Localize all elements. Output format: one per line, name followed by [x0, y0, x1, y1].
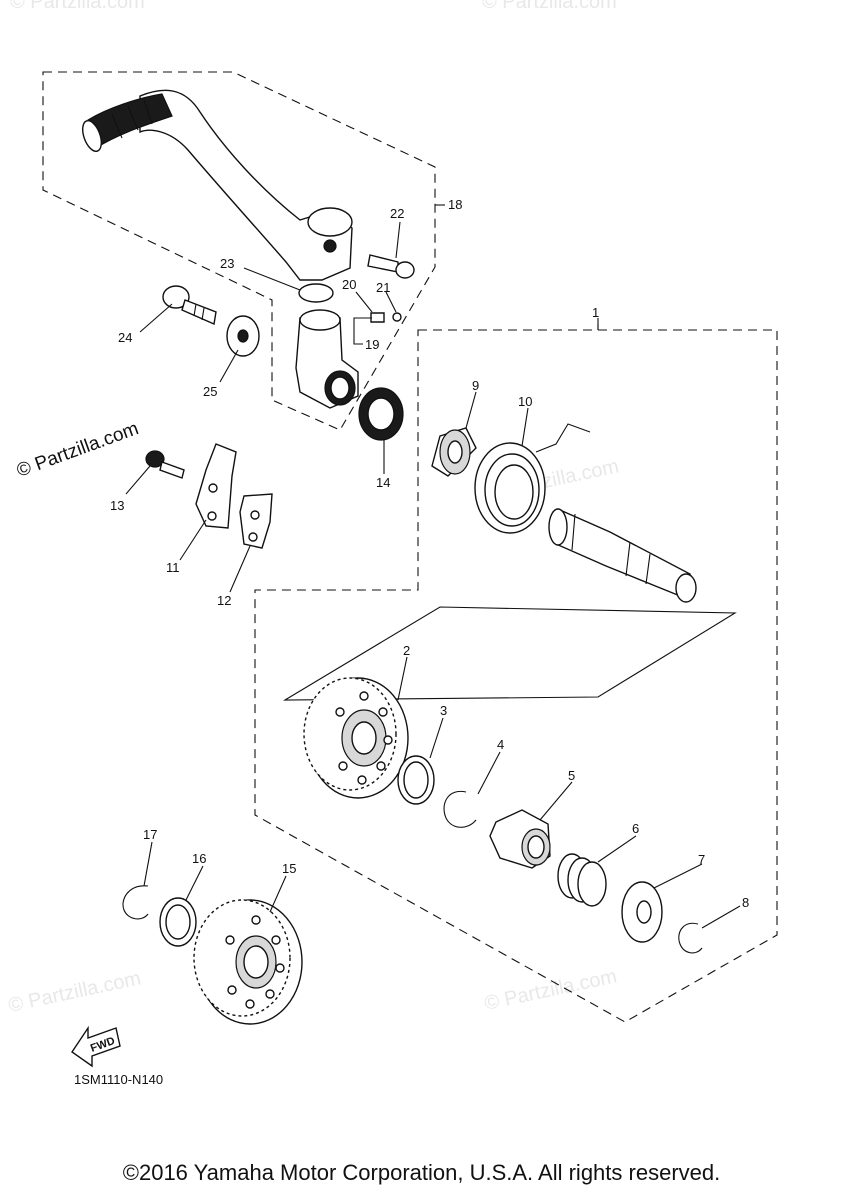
idle-gear-part-15: [193, 899, 303, 1025]
callout-9: 9: [472, 378, 479, 393]
callout-5: 5: [568, 768, 575, 783]
callout-12: 12: [217, 593, 231, 608]
leader-lines: [125, 221, 741, 929]
bolt-part-22: [367, 254, 415, 279]
copyright-notice: ©2016 Yamaha Motor Corporation, U.S.A. A…: [122, 1160, 721, 1185]
callout-8: 8: [742, 895, 749, 910]
compression-spring-part-6: [557, 853, 607, 907]
callout-24: 24: [118, 330, 132, 345]
torsion-spring-part-10: [474, 423, 591, 534]
watermark-bottom-left: © Partzilla.com: [6, 967, 142, 1017]
watermark-top-right: © Partzilla.com: [482, 0, 617, 13]
circlip-part-17: [122, 885, 149, 920]
callout-2: 2: [403, 643, 410, 658]
circlip-part-4: [443, 790, 477, 828]
callout-14: 14: [376, 475, 390, 490]
callout-4: 4: [497, 737, 504, 752]
callout-16: 16: [192, 851, 206, 866]
callout-1: 1: [592, 305, 599, 320]
kick-axle-assembly-boundary: [254, 329, 778, 1023]
callout-23: 23: [220, 256, 234, 271]
bolt-part-13: [145, 450, 185, 479]
bolt-part-24: [162, 285, 217, 326]
callout-22: 22: [390, 206, 404, 221]
o-ring-part-23: [298, 283, 334, 303]
kick-gear-part-2: [303, 677, 409, 799]
forward-direction-arrow: FWD: [71, 1025, 121, 1068]
callout-20: 20: [342, 277, 356, 292]
callout-10: 10: [518, 394, 532, 409]
ball-part-21: [392, 312, 402, 322]
callout-7: 7: [698, 852, 705, 867]
gear-sub-assembly-outline: [282, 606, 737, 701]
spring-guide-part-9: [431, 427, 477, 477]
washer-part-3: [397, 755, 435, 805]
callout-25: 25: [203, 384, 217, 399]
washer-part-16: [159, 897, 197, 947]
boss-part-19: [295, 309, 359, 409]
diagram-code-label: 1SM1110-N140: [74, 1072, 164, 1087]
oil-seal-part-14: [358, 387, 404, 441]
kick-crank-part-18: [82, 89, 353, 281]
callout-17: 17: [143, 827, 157, 842]
callout-21: 21: [376, 280, 390, 295]
part-callouts: 1 2 3 4 5 6 7 8 9 10 11 12 13 14 15 16 1…: [110, 197, 749, 910]
washer-part-25: [226, 315, 260, 357]
set-bolt-part-20: [370, 312, 385, 323]
stopper-plate-part-11: [195, 443, 237, 529]
kick-axle-shaft: [548, 508, 697, 603]
watermark-bottom-right: © Partzilla.com: [482, 965, 618, 1015]
washer-part-7: [621, 881, 663, 943]
callout-3: 3: [440, 703, 447, 718]
callout-13: 13: [110, 498, 124, 513]
ratchet-wheel-part-5: [489, 809, 551, 869]
circlip-part-8: [678, 922, 703, 954]
watermark-top-left: © Partzilla.com: [10, 0, 145, 13]
callout-19: 19: [365, 337, 379, 352]
callout-18: 18: [448, 197, 462, 212]
callout-11: 11: [166, 560, 180, 575]
stopper-part-12: [239, 493, 273, 549]
callout-15: 15: [282, 861, 296, 876]
callout-6: 6: [632, 821, 639, 836]
